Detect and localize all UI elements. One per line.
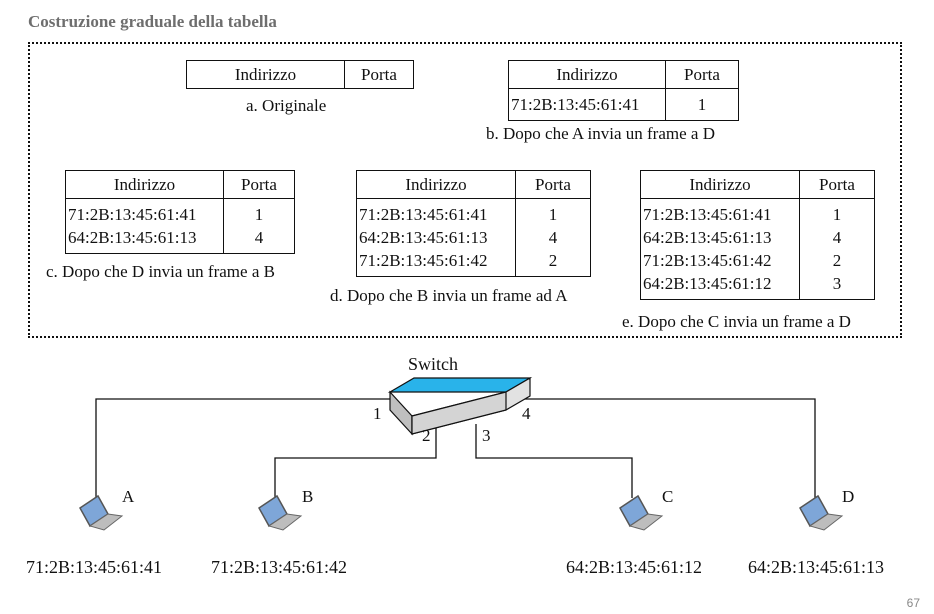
slide-title: Costruzione graduale della tabella xyxy=(28,12,277,31)
address-cell: 64:2B:13:45:61:13 xyxy=(356,226,516,249)
address-cell: 71:2B:13:45:61:41 xyxy=(508,88,666,121)
host-mac-d: 64:2B:13:45:61:13 xyxy=(748,557,885,577)
host-name-d: D xyxy=(842,487,855,506)
mac-table-e: Indirizzo Porta 71:2B:13:45:61:41 1 64:2… xyxy=(640,170,875,300)
address-cell: 64:2B:13:45:61:12 xyxy=(640,272,800,300)
table-row: 71:2B:13:45:61:41 1 xyxy=(508,88,739,121)
caption-e: e. Dopo che C invia un frame a D xyxy=(622,312,851,331)
table-row: 71:2B:13:45:61:41 1 xyxy=(65,198,295,226)
port-cell: 1 xyxy=(254,204,264,224)
header-port: Porta xyxy=(223,170,295,199)
header-address: Indirizzo xyxy=(356,170,516,199)
host-mac-a: 71:2B:13:45:61:41 xyxy=(26,557,163,577)
mac-table-b: Indirizzo Porta 71:2B:13:45:61:41 1 xyxy=(508,60,739,121)
switch-icon xyxy=(387,376,533,436)
table-row: 64:2B:13:45:61:13 4 xyxy=(640,226,875,249)
port-cell: 4 xyxy=(548,227,558,247)
cable-port-4 xyxy=(510,398,816,498)
header-address: Indirizzo xyxy=(640,170,800,199)
header-address: Indirizzo xyxy=(508,60,666,89)
port-cell: 4 xyxy=(832,227,842,247)
cable-port-2 xyxy=(274,424,437,498)
table-row: 71:2B:13:45:61:41 1 xyxy=(356,198,591,226)
page-number: 67 xyxy=(906,596,920,610)
address-cell: 71:2B:13:45:61:42 xyxy=(640,249,800,272)
host-name-a: A xyxy=(122,487,135,506)
address-cell: 64:2B:13:45:61:13 xyxy=(640,226,800,249)
switch-label: Switch xyxy=(408,354,459,374)
cable-port-1 xyxy=(95,398,392,498)
port-cell: 4 xyxy=(254,227,264,247)
header-port: Porta xyxy=(665,60,739,89)
laptop-icon-a xyxy=(79,494,124,531)
host-mac-c: 64:2B:13:45:61:12 xyxy=(566,557,703,577)
port-cell: 2 xyxy=(832,250,842,270)
host-mac-b: 71:2B:13:45:61:42 xyxy=(211,557,348,577)
port-label-1: 1 xyxy=(373,404,382,423)
laptop-icon-b xyxy=(258,494,303,531)
address-cell: 71:2B:13:45:61:41 xyxy=(640,198,800,226)
host-name-b: B xyxy=(302,487,314,506)
table-row: 71:2B:13:45:61:42 2 xyxy=(356,249,591,277)
mac-table-d: Indirizzo Porta 71:2B:13:45:61:41 1 64:2… xyxy=(356,170,591,277)
cable-port-3 xyxy=(475,424,633,498)
port-label-3: 3 xyxy=(482,426,491,445)
table-row: 64:2B:13:45:61:12 3 xyxy=(640,272,875,300)
address-cell: 71:2B:13:45:61:42 xyxy=(356,249,516,277)
caption-c: c. Dopo che D invia un frame a B xyxy=(46,262,275,281)
header-address: Indirizzo xyxy=(186,60,345,89)
port-cell: 1 xyxy=(697,94,707,114)
mac-table-c: Indirizzo Porta 71:2B:13:45:61:41 1 64:2… xyxy=(65,170,295,254)
address-cell: 71:2B:13:45:61:41 xyxy=(65,198,224,226)
port-label-2: 2 xyxy=(422,426,431,445)
port-cell: 2 xyxy=(548,250,558,270)
caption-a: a. Originale xyxy=(246,96,327,115)
table-row: 64:2B:13:45:61:13 4 xyxy=(65,226,295,254)
header-address: Indirizzo xyxy=(65,170,224,199)
caption-d: d. Dopo che B invia un frame ad A xyxy=(330,286,568,305)
table-row: 71:2B:13:45:61:42 2 xyxy=(640,249,875,272)
laptop-icon-c xyxy=(619,494,664,531)
header-port: Porta xyxy=(799,170,875,199)
tables-frame xyxy=(28,42,902,338)
host-name-c: C xyxy=(662,487,674,506)
table-row: 71:2B:13:45:61:41 1 xyxy=(640,198,875,226)
table-row: 64:2B:13:45:61:13 4 xyxy=(356,226,591,249)
address-cell: 71:2B:13:45:61:41 xyxy=(356,198,516,226)
mac-table-a: Indirizzo Porta xyxy=(186,60,414,89)
port-cell: 1 xyxy=(832,204,842,224)
port-cell: 1 xyxy=(548,204,558,224)
laptop-icon-d xyxy=(799,494,844,531)
caption-b: b. Dopo che A invia un frame a D xyxy=(486,124,715,143)
port-label-4: 4 xyxy=(522,404,531,423)
header-port: Porta xyxy=(344,60,414,89)
port-cell: 3 xyxy=(832,273,842,293)
header-port: Porta xyxy=(515,170,591,199)
address-cell: 64:2B:13:45:61:13 xyxy=(65,226,224,254)
